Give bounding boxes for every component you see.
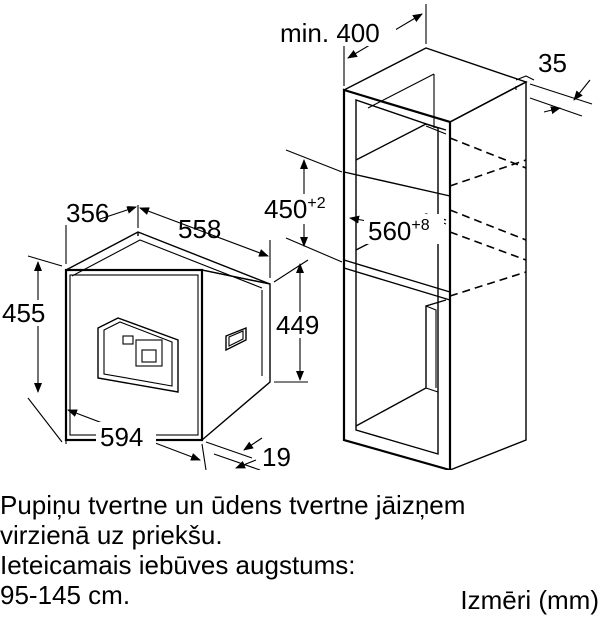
- appliance-drawing: [64, 231, 271, 442]
- unit-label: Izmēri (mm): [460, 585, 599, 615]
- installation-notes: Pupiņu tvertne un ūdens tvertne jāizņem …: [0, 490, 560, 610]
- note-line-4: 95-145 cm.: [0, 580, 131, 610]
- dim-cabinet-width: min. 400: [280, 18, 380, 48]
- appliance-dimensions: 356 558 455 449 594 19: [2, 198, 324, 470]
- dim-niche-height: 450+2: [264, 194, 326, 224]
- dim-cabinet-depth: 35: [538, 48, 567, 78]
- dim-appliance-height-total: 455: [2, 298, 45, 328]
- note-line-3: Ieteicamais iebūves augstums:: [0, 550, 356, 580]
- dim-appliance-width: 594: [100, 422, 143, 452]
- cabinet-dimensions: min. 400 35 450+2 560+8: [264, 4, 593, 263]
- dim-front-offset: 19: [262, 442, 291, 470]
- dim-appliance-height-body: 449: [276, 310, 319, 340]
- installation-diagram: 356 558 455 449 594 19: [2, 4, 593, 470]
- dim-appliance-depth-a: 356: [66, 198, 109, 228]
- note-line-1: Pupiņu tvertne un ūdens tvertne jāizņem: [0, 490, 466, 520]
- cabinet-drawing: [342, 47, 535, 470]
- dim-appliance-depth-b: 558: [178, 214, 221, 244]
- dim-niche-width: 560+8: [368, 216, 430, 246]
- note-line-2: virzienā uz priekšu.: [0, 520, 223, 550]
